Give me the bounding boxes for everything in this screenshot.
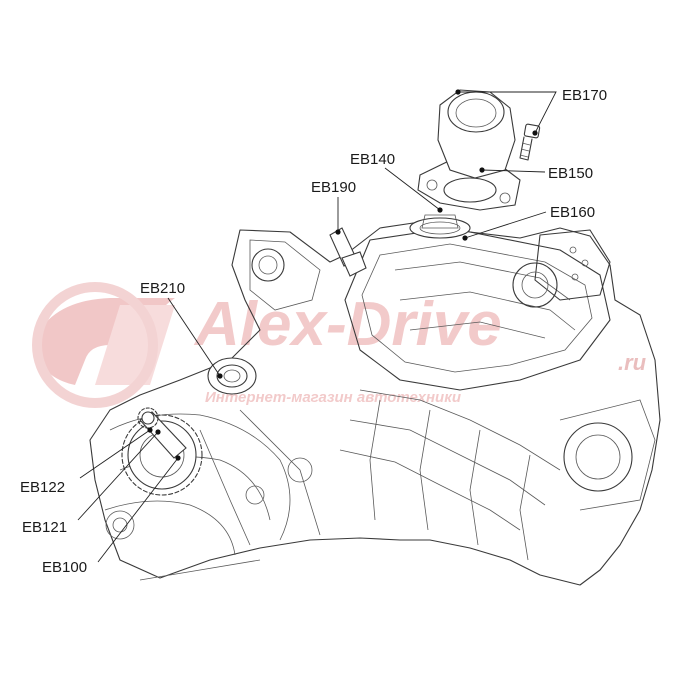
label-eb122: EB122 — [20, 479, 65, 496]
watermark-logo-icon — [32, 282, 175, 408]
label-eb210: EB210 — [140, 280, 185, 297]
leader-eb122 — [79, 429, 151, 479]
leader-eb100 — [97, 457, 179, 563]
temperature-sensor — [329, 227, 367, 277]
label-eb140: EB140 — [350, 151, 395, 168]
label-eb190: EB190 — [311, 179, 356, 196]
watermark-tagline: Интернет-магазин автотехники — [205, 389, 461, 406]
watermark-domain: .ru — [618, 350, 647, 375]
leader-eb170 — [458, 91, 557, 134]
leader-lines — [77, 89, 557, 563]
part-labels: EB170 EB150 EB140 EB160 EB190 EB210 EB12… — [20, 87, 607, 576]
oil-seal — [207, 357, 257, 395]
leader-eb140 — [384, 167, 441, 211]
leader-eb210 — [167, 297, 221, 377]
thermostat-housing — [417, 89, 521, 211]
watermark: Alex-Drive .ru Интернет-магазин автотехн… — [32, 282, 647, 408]
label-eb121: EB121 — [22, 519, 67, 536]
engine-housing — [89, 221, 661, 586]
watermark-brand: Alex-Drive — [193, 290, 502, 359]
oil-pump-gear — [121, 407, 203, 496]
label-eb100: EB100 — [42, 559, 87, 576]
leader-eb150 — [481, 169, 546, 173]
label-eb160: EB160 — [550, 204, 595, 221]
thermostat-gasket — [409, 214, 471, 239]
leader-eb160 — [464, 211, 547, 239]
label-eb150: EB150 — [548, 165, 593, 182]
leader-eb121 — [77, 431, 159, 521]
label-eb170: EB170 — [562, 87, 607, 104]
